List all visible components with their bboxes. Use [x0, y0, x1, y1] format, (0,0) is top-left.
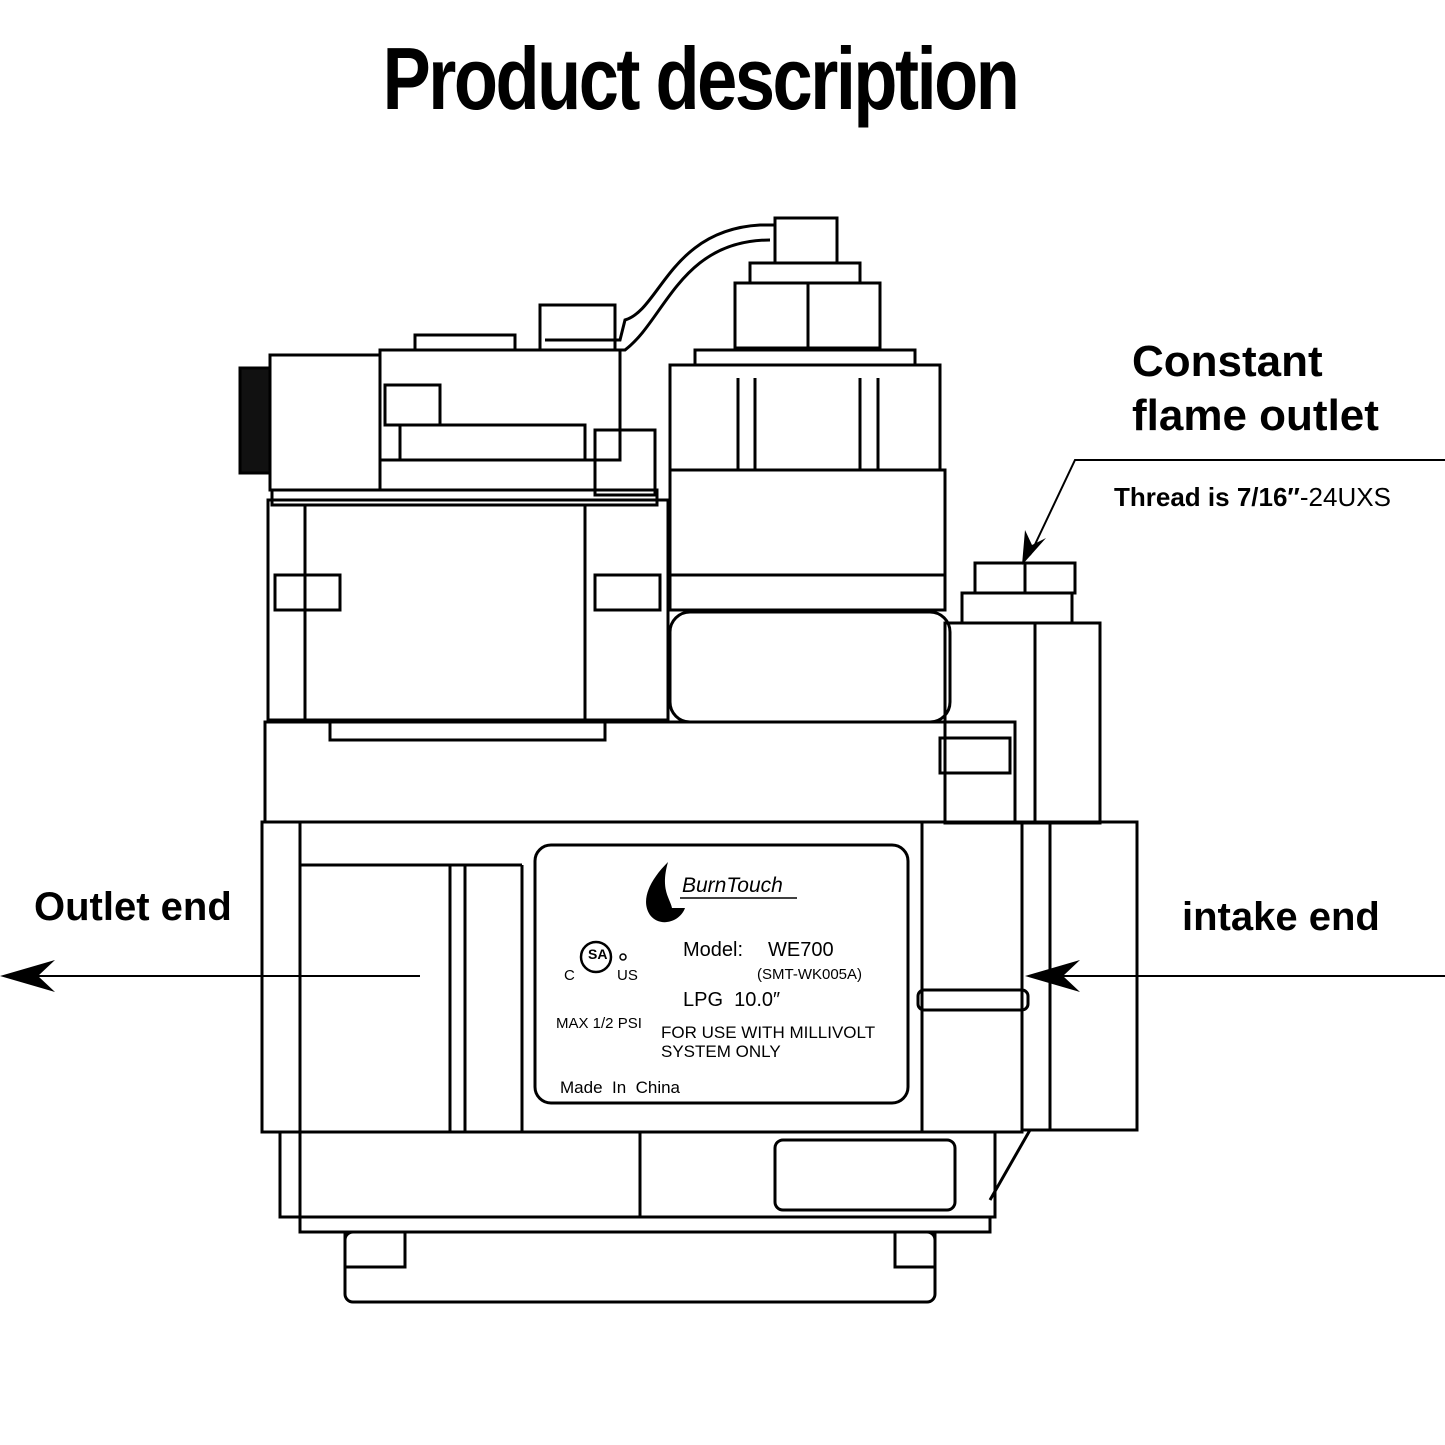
csa-logo-icon	[579, 940, 613, 974]
thread-spec: Thread is 7/16″-24UXS	[1114, 482, 1391, 513]
control-knob-housing	[238, 333, 670, 742]
constant-flame-fitting	[938, 561, 1102, 825]
constant-flame-line2: flame outlet	[1132, 391, 1379, 440]
usage-line1: FOR USE WITH MILLIVOLT	[661, 1023, 876, 1042]
cert-mark: SA	[588, 946, 608, 962]
model-label: Model:	[683, 939, 744, 961]
outlet-end-label: Outlet end	[34, 885, 232, 929]
origin: Made In China	[560, 1078, 681, 1097]
valve-body	[260, 720, 1139, 1304]
gas-spec: LPG 10.0″	[683, 989, 781, 1011]
cert-right: US	[617, 967, 638, 984]
model-code: (SMT-WK005A)	[757, 966, 863, 983]
outlet-arrow	[0, 960, 420, 992]
thermocouple-connector	[538, 216, 917, 367]
max-pressure: MAX 1/2 PSI	[556, 1015, 642, 1032]
usage-line2: SYSTEM ONLY	[661, 1042, 781, 1061]
pressure-regulator	[668, 363, 952, 724]
thread-spec-bold: Thread is 7/16″	[1114, 482, 1300, 512]
intake-end-label: intake end	[1182, 895, 1380, 939]
thread-spec-regular: -24UXS	[1299, 482, 1391, 512]
constant-flame-outlet-label: Constant flame outlet	[1132, 335, 1379, 443]
constant-flame-arrow	[1022, 459, 1445, 565]
page-title: Product description	[382, 29, 1020, 128]
model-value: WE700	[768, 939, 834, 961]
flame-logo-icon	[646, 862, 685, 923]
brand-name: BurnTouch	[682, 874, 783, 897]
label-plate	[533, 843, 910, 1105]
intake-arrow	[1025, 960, 1445, 992]
cert-left: C	[564, 967, 575, 984]
constant-flame-line1: Constant	[1132, 337, 1323, 386]
